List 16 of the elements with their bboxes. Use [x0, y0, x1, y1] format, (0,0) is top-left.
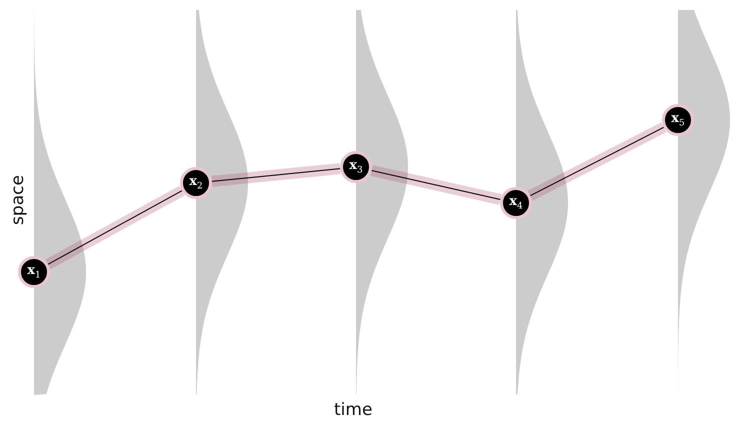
node-label: x$_{1}$	[27, 264, 41, 280]
trajectory-line	[211, 163, 341, 187]
node-label: x$_{4}$	[509, 194, 523, 212]
state-node	[180, 167, 212, 199]
state-node	[18, 256, 50, 288]
node-label: x$_{2}$	[189, 174, 203, 192]
state-node	[340, 151, 372, 183]
trajectory-line	[528, 122, 666, 201]
axis-label: space	[8, 175, 28, 225]
axis-label: time	[334, 400, 372, 420]
state-node	[662, 104, 694, 136]
node-label: x$_{3}$	[349, 158, 363, 176]
trajectory-line	[45, 186, 185, 270]
trajectory-line	[370, 165, 502, 205]
node-label: x$_{5}$	[671, 112, 685, 128]
state-node	[500, 187, 532, 219]
